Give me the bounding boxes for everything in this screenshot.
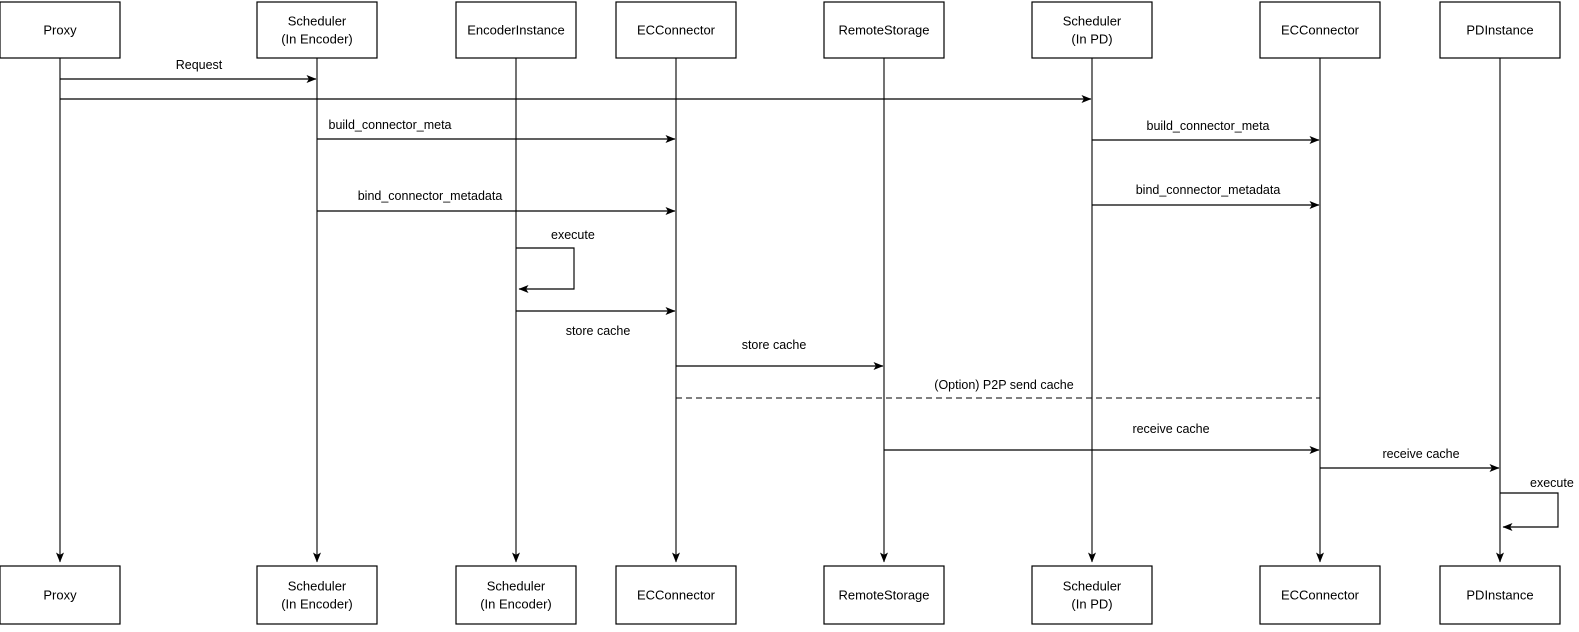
message-label-build-connector-meta-encoder: build_connector_meta	[329, 118, 452, 132]
participant-label-line2: (In Encoder)	[281, 596, 353, 611]
message-label-build-connector-meta-pd: build_connector_meta	[1147, 119, 1270, 133]
message-label-request: Request	[176, 58, 223, 72]
participant-box-top-ec-connector-encoder[interactable]: ECConnector	[615, 1, 737, 59]
participant-label-line1: ECConnector	[637, 22, 716, 37]
participant-label-line1: ECConnector	[637, 587, 716, 602]
participant-label-line1: Scheduler	[487, 578, 546, 593]
participant-box-bottom-encoder-instance[interactable]: Scheduler (In Encoder)	[455, 565, 577, 625]
participant-label-line1: Scheduler	[1063, 578, 1122, 593]
participant-box-top-remote-storage[interactable]: RemoteStorage	[823, 1, 945, 59]
participant-box-top-encoder-instance[interactable]: EncoderInstance	[455, 1, 577, 59]
self-message-loop-execute-pd-instance	[1500, 492, 1559, 531]
participant-label-line2: (In Encoder)	[480, 596, 552, 611]
participant-box-top-pd-instance[interactable]: PDInstance	[1439, 1, 1561, 59]
participant-box-bottom-ec-connector-encoder[interactable]: ECConnector	[615, 565, 737, 625]
participant-label-line1: Scheduler	[288, 13, 347, 28]
message-label-store-cache-remote: store cache	[742, 338, 807, 352]
message-label-bind-connector-metadata-pd: bind_connector_metadata	[1136, 183, 1281, 197]
participant-label-line1: Scheduler	[1063, 13, 1122, 28]
participant-label-line1: RemoteStorage	[838, 22, 929, 37]
participant-label-line1: EncoderInstance	[467, 22, 565, 37]
self-message-label-execute-pd-instance: execute	[1530, 476, 1574, 490]
participant-box-bottom-proxy[interactable]: Proxy	[0, 565, 121, 625]
participant-label-line1: PDInstance	[1466, 587, 1533, 602]
participant-box-bottom-pd-instance[interactable]: PDInstance	[1439, 565, 1561, 625]
participant-label-line1: PDInstance	[1466, 22, 1533, 37]
participant-box-bottom-scheduler-in-pd[interactable]: Scheduler (In PD)	[1031, 565, 1153, 625]
participant-box-bottom-scheduler-in-encoder[interactable]: Scheduler (In Encoder)	[256, 565, 378, 625]
message-labels-layer: Request build_connector_meta build_connect…	[176, 58, 1574, 490]
message-label-bind-connector-metadata-encoder: bind_connector_metadata	[358, 189, 503, 203]
participant-label-line1: RemoteStorage	[838, 587, 929, 602]
self-message-loop-execute-encoder-instance	[516, 247, 575, 293]
participant-label-line1: ECConnector	[1281, 587, 1360, 602]
self-message-label-execute-encoder-instance: execute	[551, 228, 595, 242]
participant-box-bottom-ec-connector-pd[interactable]: ECConnector	[1259, 565, 1381, 625]
message-label-receive-cache-ec-to-pd: receive cache	[1382, 447, 1459, 461]
participant-box-top-scheduler-in-encoder[interactable]: Scheduler (In Encoder)	[256, 1, 378, 59]
participant-label-line1: Scheduler	[288, 578, 347, 593]
self-messages-layer	[516, 247, 1559, 531]
lifelines-layer	[56, 58, 1504, 563]
message-label-receive-cache-remote-to-ec: receive cache	[1132, 422, 1209, 436]
participant-label-line1: ECConnector	[1281, 22, 1360, 37]
participant-label-line2: (In PD)	[1071, 31, 1112, 46]
message-label-store-cache-encoder: store cache	[566, 324, 631, 338]
participant-box-top-proxy[interactable]: Proxy	[0, 1, 121, 59]
message-label-p2p-send-cache: (Option) P2P send cache	[934, 378, 1073, 392]
participant-box-top-scheduler-in-pd[interactable]: Scheduler (In PD)	[1031, 1, 1153, 59]
participant-box-top-ec-connector-pd[interactable]: ECConnector	[1259, 1, 1381, 59]
participant-label-line2: (In Encoder)	[281, 31, 353, 46]
messages-layer	[60, 75, 1500, 472]
participant-label-line1: Proxy	[43, 587, 77, 602]
participant-label-line1: Proxy	[43, 22, 77, 37]
participant-box-bottom-remote-storage[interactable]: RemoteStorage	[823, 565, 945, 625]
participant-label-line2: (In PD)	[1071, 596, 1112, 611]
